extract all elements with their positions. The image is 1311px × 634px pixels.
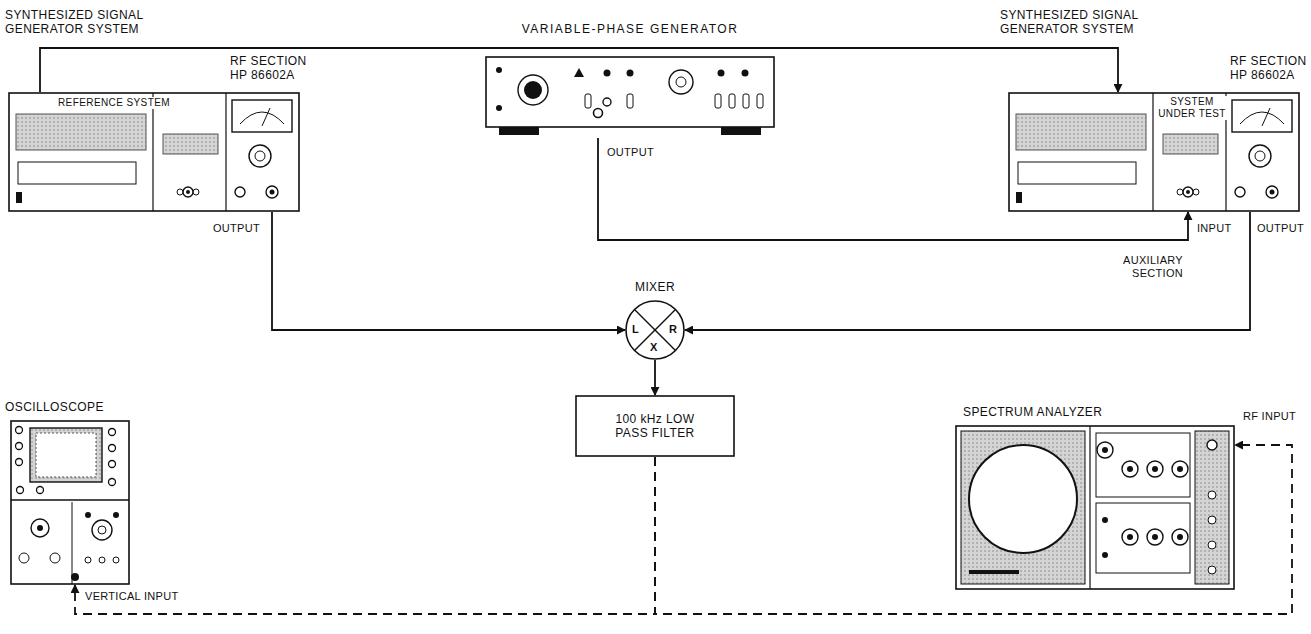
panel-label: SYSTEM UNDER TEST	[1155, 96, 1229, 120]
variable-phase-generator-drawing	[485, 56, 775, 138]
port-label: OUTPUT	[212, 222, 261, 235]
port-letter: X	[650, 341, 658, 354]
instrument-title: SYNTHESIZED SIGNAL GENERATOR SYSTEM	[5, 8, 155, 36]
instrument-title: OSCILLOSCOPE	[5, 400, 104, 414]
mixer-title: MIXER	[605, 280, 705, 294]
section-label: RF SECTION HP 86602A	[1230, 54, 1308, 82]
reference-generator-drawing	[8, 92, 300, 212]
filter-box: 100 kHz LOW PASS FILTER	[575, 395, 735, 457]
port-label: VERTICAL INPUT	[84, 590, 179, 603]
port-label: OUTPUT	[606, 146, 655, 159]
oscilloscope-drawing	[10, 420, 130, 585]
spectrum-analyzer: SPECTRUM ANALYZER	[955, 425, 1235, 590]
port-label: AUXILIARY SECTION	[1096, 254, 1184, 280]
signal-cable	[654, 360, 656, 395]
panel-label: REFERENCE SYSTEM	[56, 97, 172, 109]
generator-under-test: SYNTHESIZED SIGNAL GENERATOR SYSTEMSYSTE…	[1008, 92, 1300, 212]
signal-cable	[685, 212, 1250, 330]
oscilloscope: OSCILLOSCOPE	[10, 420, 130, 585]
spectrum-analyzer-drawing	[955, 425, 1235, 590]
instrument-title: SYNTHESIZED SIGNAL GENERATOR SYSTEM	[1000, 8, 1150, 36]
mixer-circle: MIXERLRX	[625, 300, 685, 360]
port-label: OUTPUT	[1256, 222, 1305, 235]
reference-generator: SYNTHESIZED SIGNAL GENERATOR SYSTEMREFER…	[8, 92, 300, 212]
filter-label: 100 kHz LOW PASS FILTER	[605, 412, 705, 440]
dashed-cable	[75, 457, 655, 614]
generator-under-test-drawing	[1008, 92, 1300, 212]
port-label: RF INPUT	[1242, 410, 1297, 423]
port-letter: L	[632, 323, 639, 336]
instrument-title: SPECTRUM ANALYZER	[963, 405, 1102, 419]
port-letter: R	[669, 323, 677, 336]
instrument-title: VARIABLE-PHASE GENERATOR	[485, 22, 775, 36]
port-label: INPUT	[1196, 222, 1233, 235]
section-label: RF SECTION HP 86602A	[230, 54, 308, 82]
variable-phase-generator: VARIABLE-PHASE GENERATOR	[485, 56, 775, 138]
signal-cable	[272, 212, 625, 330]
